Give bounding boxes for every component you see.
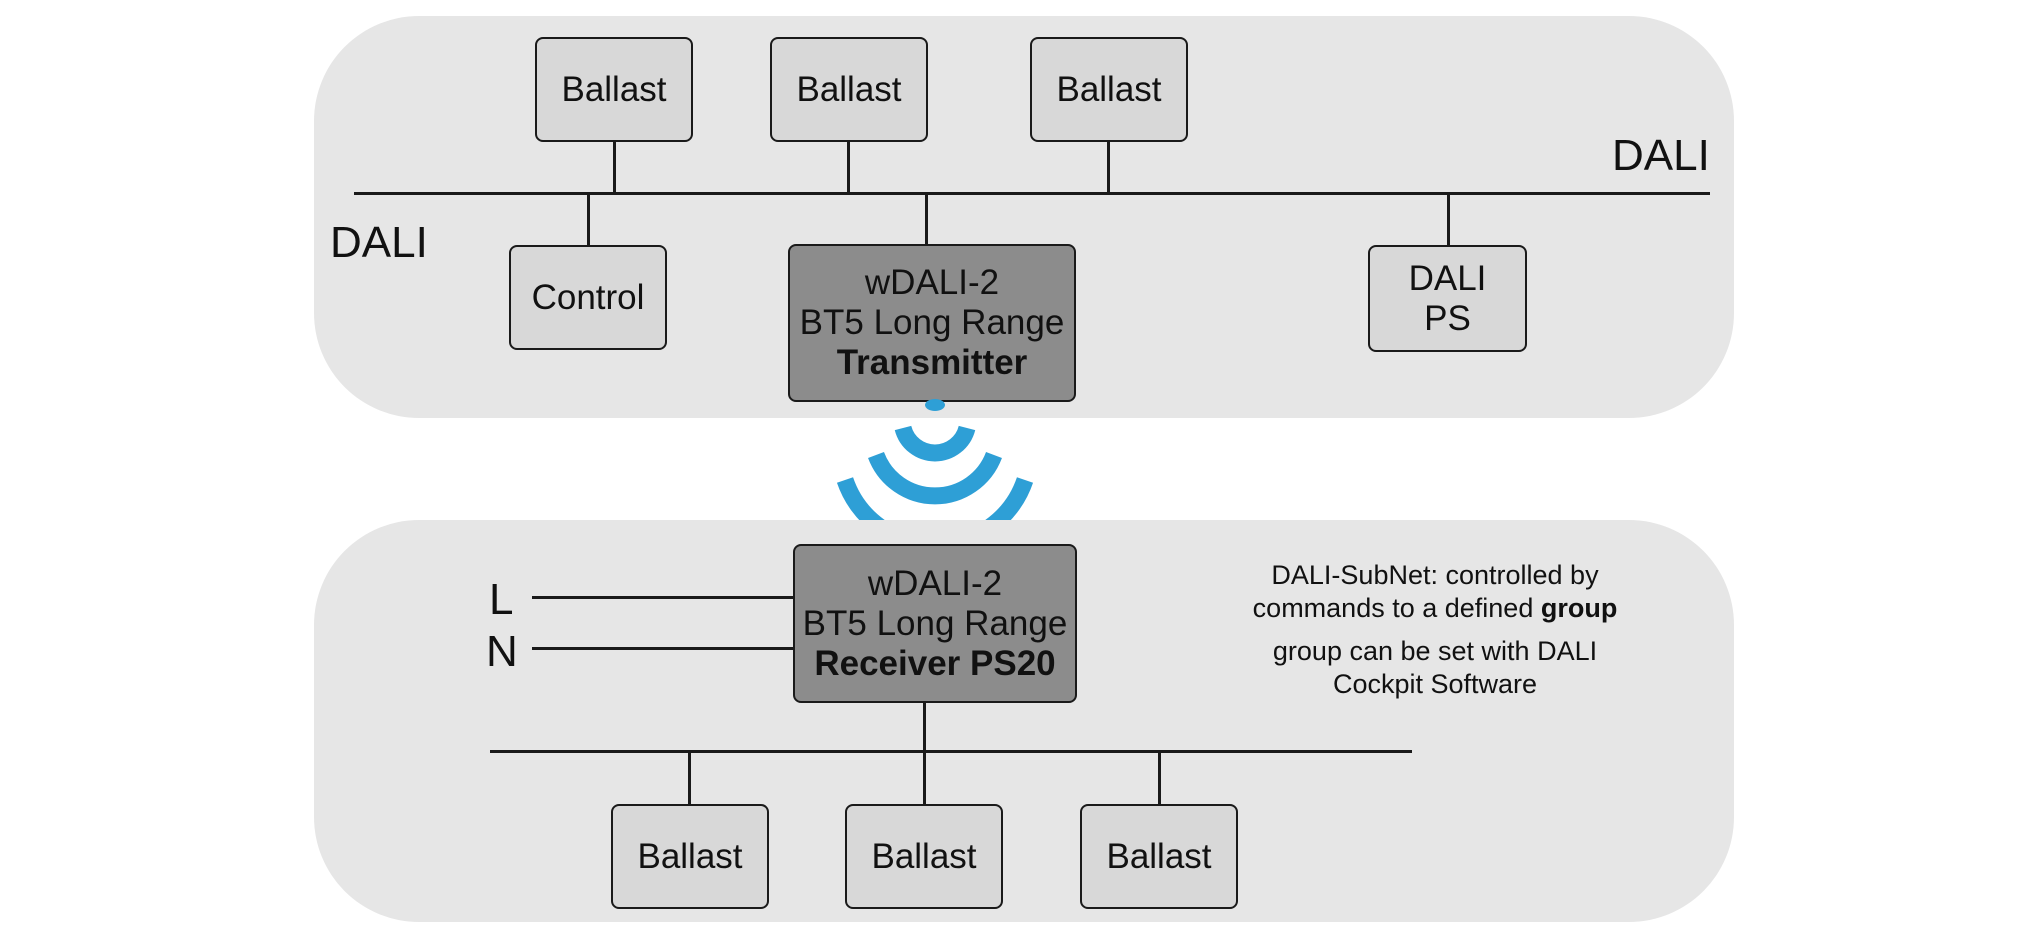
mains-n-label: N bbox=[486, 627, 518, 676]
transmitter-role: Transmitter bbox=[836, 343, 1028, 382]
subnet-note-group-keyword: group bbox=[1540, 593, 1618, 623]
subnet-note-line-3: group can be set with DALI bbox=[1272, 636, 1598, 666]
bottom-dali-bus-line bbox=[490, 750, 1412, 753]
top-dali-bus-line bbox=[354, 192, 1710, 195]
top-ballast-3-connector bbox=[1107, 140, 1110, 194]
receiver-role: Receiver PS20 bbox=[814, 643, 1056, 683]
subnet-note: DALI-SubNet: controlled by commands to a… bbox=[1240, 559, 1630, 701]
bottom-ballast-2: Ballast bbox=[845, 804, 1003, 909]
power-supply-line-1: DALI bbox=[1408, 258, 1487, 298]
signal-arc-inner bbox=[894, 425, 976, 462]
signal-source-dot bbox=[925, 399, 945, 411]
signal-arc-middle bbox=[868, 451, 1002, 505]
ballast-label: Ballast bbox=[1056, 69, 1162, 109]
receiver-connector bbox=[923, 703, 926, 805]
top-ballast-2: Ballast bbox=[770, 37, 928, 142]
bottom-ballast-1-connector bbox=[688, 752, 691, 806]
mains-l-label: L bbox=[489, 575, 514, 624]
power-supply-line-2: PS bbox=[1424, 298, 1471, 338]
wdali-receiver: wDALI-2 BT5 Long Range Receiver PS20 bbox=[793, 544, 1077, 703]
power-supply-connector bbox=[1447, 193, 1450, 247]
ballast-label: Ballast bbox=[871, 836, 977, 876]
receiver-model: wDALI-2 bbox=[867, 563, 1003, 603]
top-ballast-3: Ballast bbox=[1030, 37, 1188, 142]
dali-bus-label-left: DALI bbox=[330, 218, 428, 267]
top-ballast-2-connector bbox=[847, 140, 850, 194]
bottom-ballast-1: Ballast bbox=[611, 804, 769, 909]
wireless-signal-icon bbox=[836, 399, 1034, 523]
transmitter-model: wDALI-2 bbox=[864, 263, 1000, 302]
bottom-ballast-3-connector bbox=[1158, 752, 1161, 806]
subnet-note-line-1: DALI-SubNet: controlled by bbox=[1271, 560, 1599, 590]
dali-bus-label-right: DALI bbox=[1612, 131, 1710, 180]
wdali-transmitter: wDALI-2 BT5 Long Range Transmitter bbox=[788, 244, 1076, 402]
ballast-label: Ballast bbox=[561, 69, 667, 109]
subnet-note-line-2: commands to a defined group bbox=[1240, 592, 1630, 625]
subnet-note-line-2-text: commands to a defined bbox=[1252, 593, 1541, 623]
ballast-label: Ballast bbox=[796, 69, 902, 109]
dali-power-supply: DALI PS bbox=[1368, 245, 1527, 352]
control-connector bbox=[587, 193, 590, 247]
ballast-label: Ballast bbox=[1106, 836, 1212, 876]
transmitter-range: BT5 Long Range bbox=[799, 303, 1065, 342]
bottom-ballast-3: Ballast bbox=[1080, 804, 1238, 909]
control-label: Control bbox=[531, 277, 645, 317]
subnet-note-line-4: Cockpit Software bbox=[1332, 669, 1538, 699]
transmitter-connector bbox=[925, 193, 928, 245]
signal-arc-outer bbox=[836, 477, 1034, 523]
mains-l-wire bbox=[532, 596, 796, 599]
receiver-range: BT5 Long Range bbox=[802, 603, 1068, 643]
ballast-label: Ballast bbox=[637, 836, 743, 876]
mains-n-wire bbox=[532, 647, 796, 650]
top-ballast-1-connector bbox=[613, 140, 616, 194]
control-device: Control bbox=[509, 245, 667, 350]
top-ballast-1: Ballast bbox=[535, 37, 693, 142]
